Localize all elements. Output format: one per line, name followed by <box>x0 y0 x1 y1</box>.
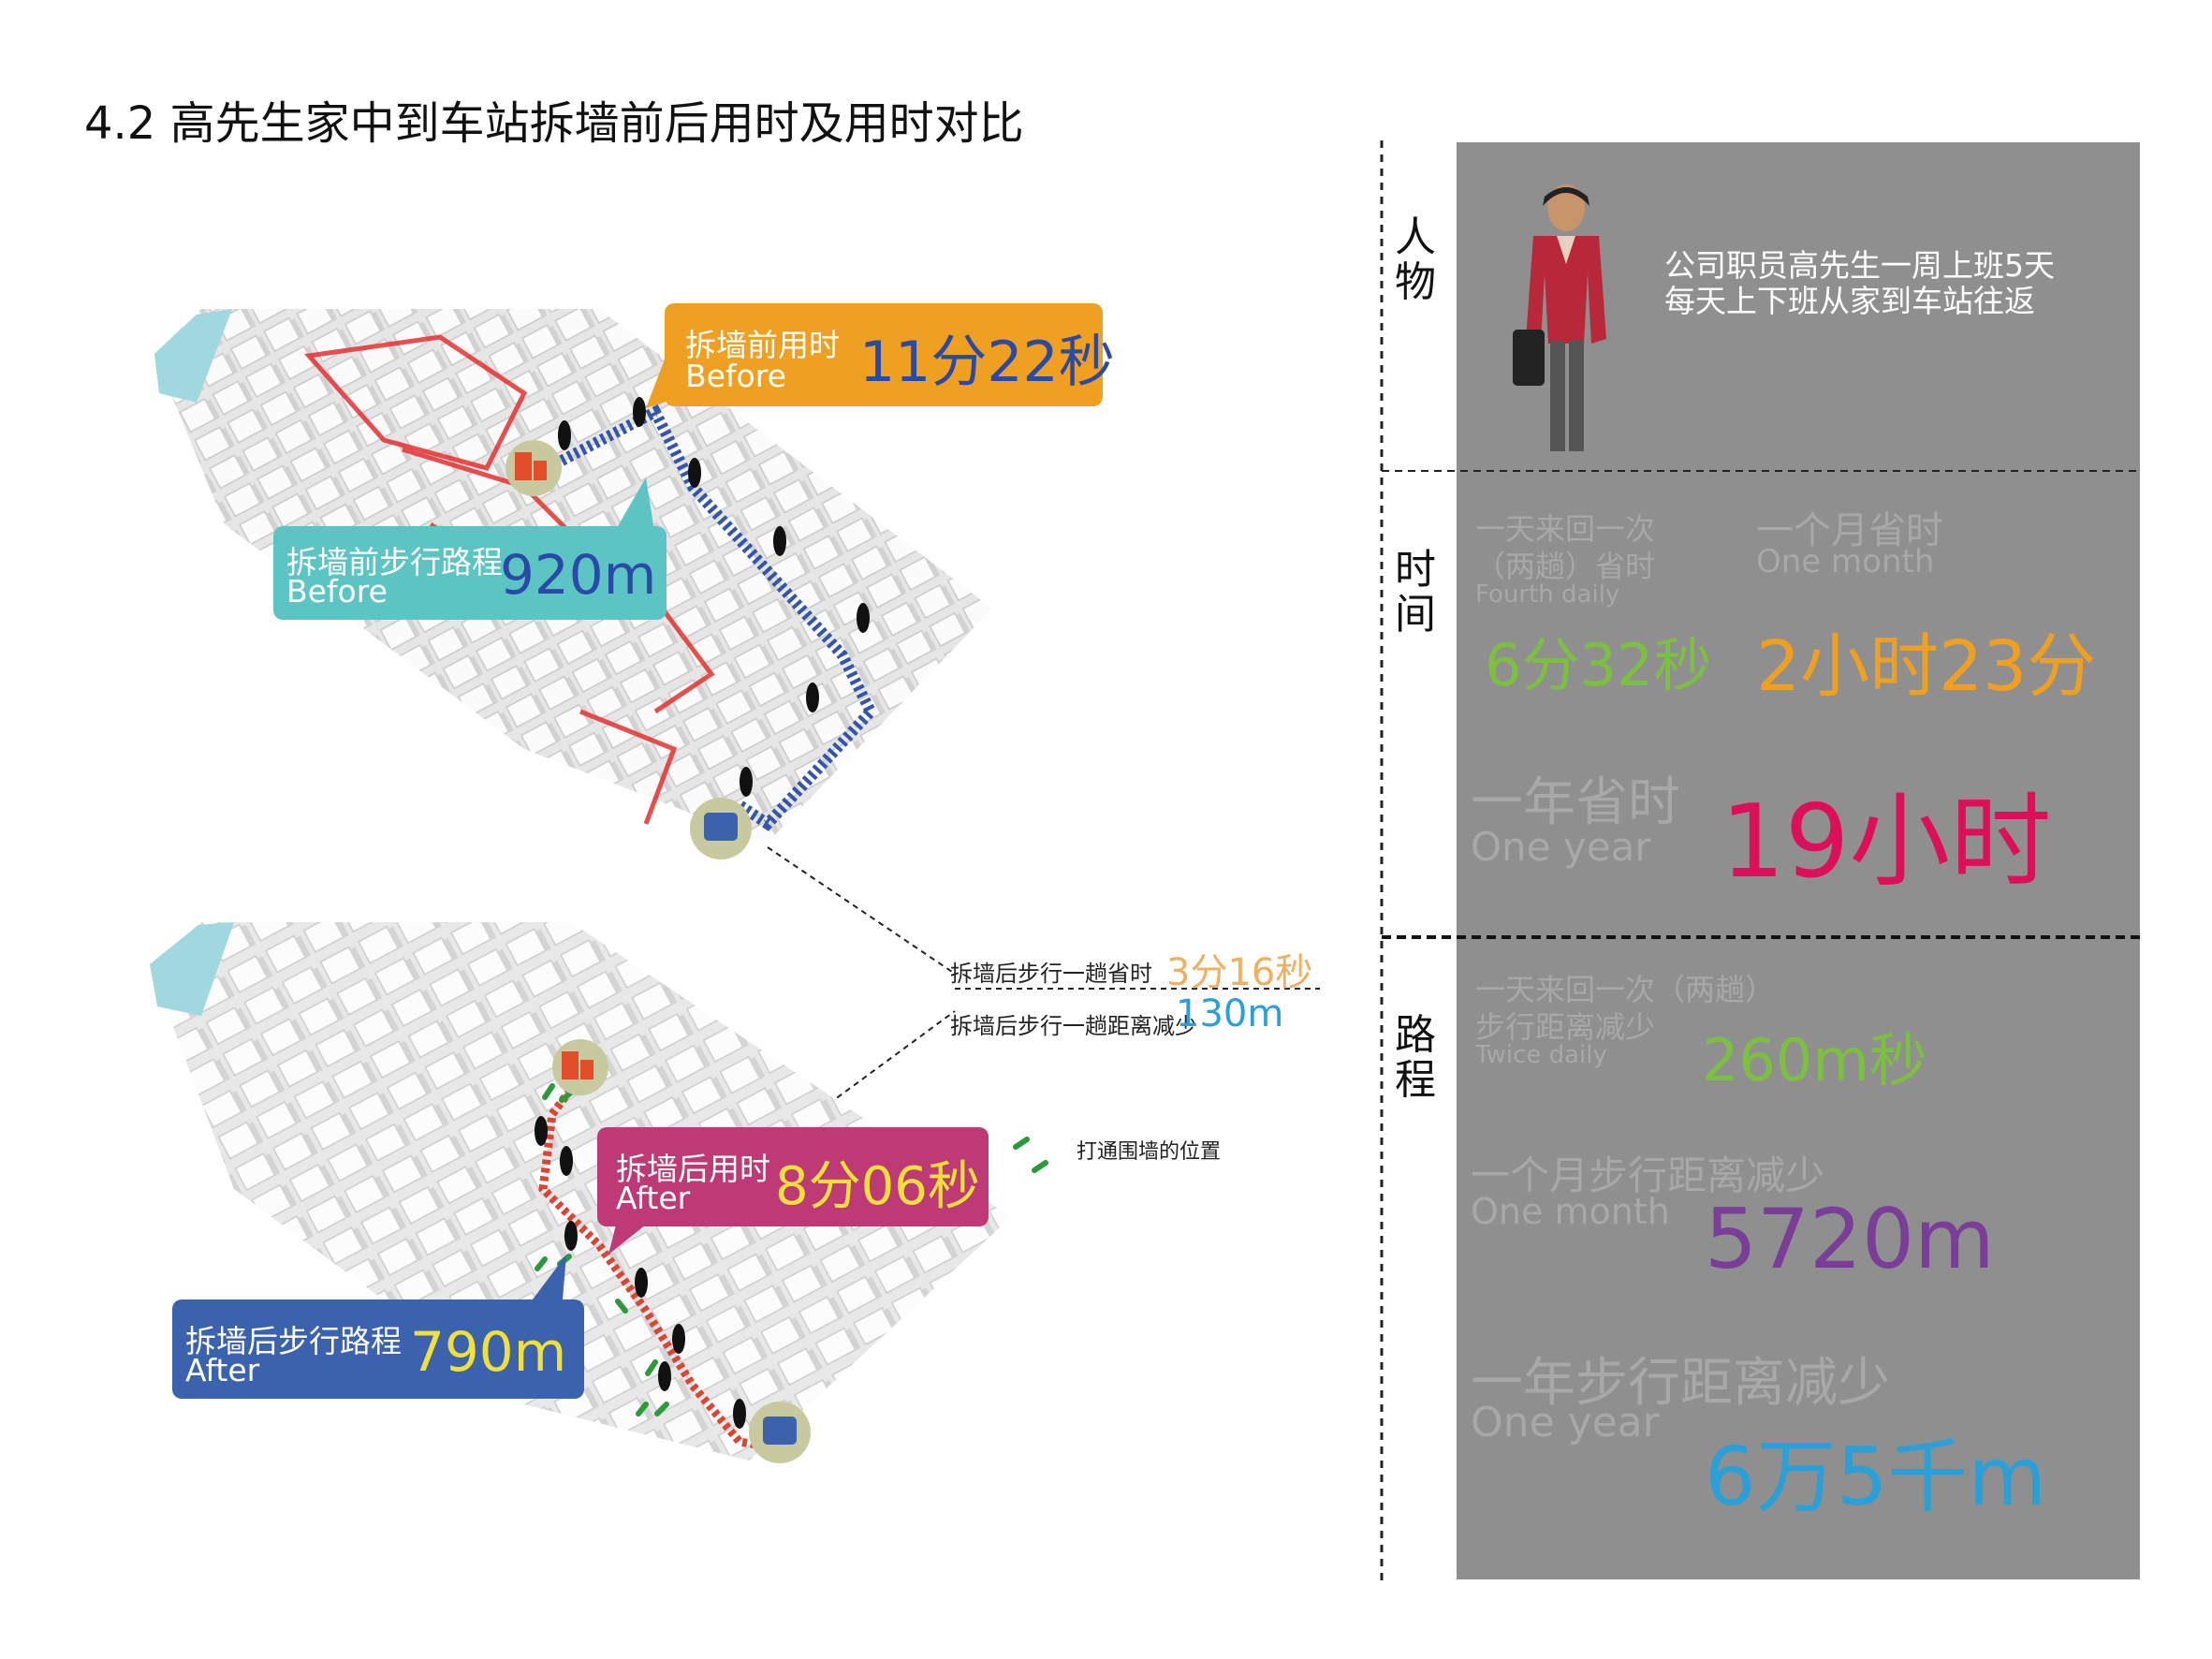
time-year-l1: 一年省时 <box>1471 772 1680 833</box>
person-line2: 每天上下班从家到车站往返 <box>1664 283 2035 319</box>
savings-time-value: 3分16秒 <box>1166 951 1313 994</box>
before-time-label: 拆墙前用时 <box>685 327 840 363</box>
savings-dist-label: 拆墙后步行一趟距离减少 <box>950 1013 1197 1039</box>
divider-person-time <box>1382 470 2140 472</box>
route-before <box>559 404 878 831</box>
savings-time-label: 拆墙后步行一趟省时 <box>950 961 1152 987</box>
legend-wall-opening: 打通围墙的位置 <box>1077 1140 1222 1164</box>
page-title: 4.2 高先生家中到车站拆墙前后用时及用时对比 <box>84 97 1024 150</box>
before-dist-en: Before <box>286 573 388 609</box>
divider-time-distance <box>1382 935 2140 939</box>
river-after <box>150 922 234 1016</box>
dist-month-l1: 一个月步行距离减少 <box>1471 1152 1825 1198</box>
time-daily-l2: （两趟）省时 <box>1475 549 1656 584</box>
time-daily-l1: 一天来回一次 <box>1475 511 1656 547</box>
after-time-label: 拆墙后用时 <box>616 1151 770 1187</box>
river-before <box>154 309 232 403</box>
walkers-before <box>558 397 870 797</box>
before-time-value: 11分22秒 <box>859 330 1115 395</box>
time-daily-en: Fourth daily <box>1475 580 1620 609</box>
connector-line-top <box>767 846 956 975</box>
after-dist-label: 拆墙后步行路程 <box>185 1323 402 1359</box>
walkers-after <box>535 1116 746 1429</box>
section-label-time: 时间 <box>1395 546 1436 639</box>
time-daily-value: 6分32秒 <box>1485 631 1712 699</box>
before-time-en: Before <box>685 358 786 394</box>
after-time-value: 8分06秒 <box>775 1156 980 1217</box>
dist-daily-l2: 步行距离减少 <box>1475 1009 1656 1045</box>
wall-opening-legend-icon <box>1013 1137 1048 1173</box>
dist-daily-l1: 一天来回一次（两趟） <box>1475 972 1776 1007</box>
pointer-before-dist <box>618 477 655 537</box>
after-dist-value: 790m <box>410 1320 567 1384</box>
city-blocks-after <box>150 922 1011 1461</box>
stats-panel: 公司职员高先生一周上班5天 每天上下班从家到车站往返 一天来回一次 （两趟）省时… <box>1382 142 2140 1579</box>
before-dist-value: 920m <box>500 543 657 607</box>
dist-month-value: 5720m <box>1705 1191 1995 1287</box>
dist-year-value: 6万5千m <box>1705 1431 2047 1524</box>
person-photo <box>1513 184 1606 451</box>
time-year-en: One year <box>1471 824 1651 870</box>
dist-daily-en: Twice daily <box>1475 1041 1607 1069</box>
callout-after-time: 拆墙后用时 After 8分06秒 <box>597 1127 989 1226</box>
time-month-l1: 一个月省时 <box>1756 509 1943 552</box>
callout-before-time: 拆墙前用时 Before 11分22秒 <box>665 303 1115 406</box>
dist-daily-value: 260m秒 <box>1702 1026 1927 1094</box>
callout-after-dist: 拆墙后步行路程 After 790m <box>172 1299 584 1399</box>
person-line1: 公司职员高先生一周上班5天 <box>1664 247 2055 284</box>
vertical-divider <box>1380 140 1384 1582</box>
callout-before-dist: 拆墙前步行路程 Before 920m <box>273 526 667 620</box>
dist-year-en: One year <box>1471 1399 1660 1446</box>
savings-dist-value: 130m <box>1176 992 1284 1035</box>
time-month-en: One month <box>1756 543 1935 580</box>
dist-year-l1: 一年步行距离减少 <box>1471 1353 1890 1414</box>
pointer-after-dist <box>524 1255 566 1311</box>
dist-month-en: One month <box>1471 1191 1670 1232</box>
route-after <box>538 1074 769 1451</box>
after-dist-en: After <box>185 1352 260 1388</box>
time-month-value: 2小时23分 <box>1756 626 2097 707</box>
before-dist-label: 拆墙前步行路程 <box>286 544 503 580</box>
time-year-value: 19小时 <box>1721 784 2052 901</box>
pointer-after-time <box>608 1217 655 1255</box>
section-label-person: 人物 <box>1395 213 1436 306</box>
after-time-en: After <box>616 1180 691 1216</box>
section-label-distance: 路程 <box>1395 1011 1436 1104</box>
